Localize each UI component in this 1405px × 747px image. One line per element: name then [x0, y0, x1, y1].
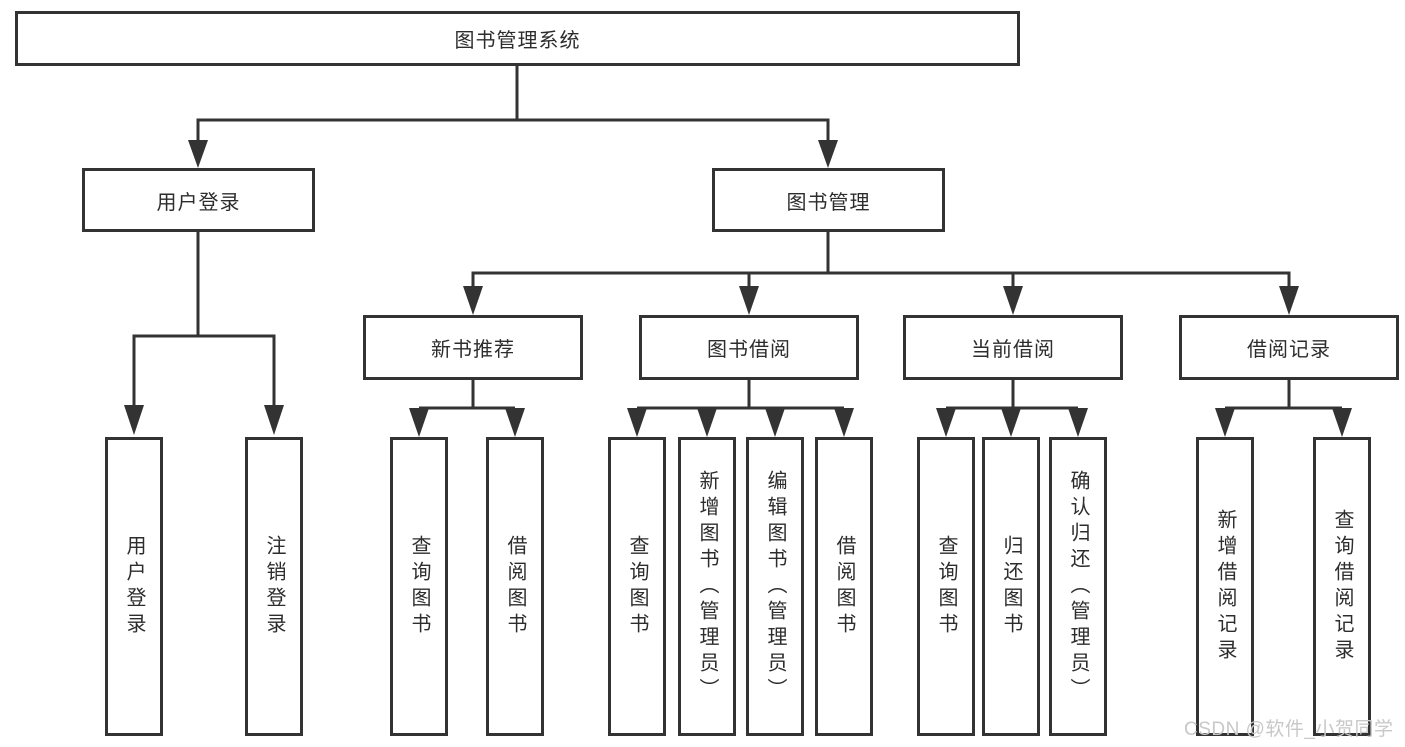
arrow-add-book-admin — [697, 408, 717, 437]
node-new-book-recommendation-label: 新书推荐 — [431, 339, 515, 361]
node-borrow-book-under-borrowing: 借阅图书 — [815, 437, 873, 736]
arrow-query-book-recommend — [409, 408, 429, 437]
node-user-login-leaf-label: 用户登录 — [123, 534, 145, 639]
node-confirm-return-admin-label: 确认归还（管理员） — [1067, 469, 1089, 704]
node-user-login: 用户登录 — [82, 168, 315, 232]
connector-current-bar — [946, 380, 1078, 410]
node-confirm-return-admin: 确认归还（管理员） — [1049, 437, 1107, 736]
node-logout-leaf-label: 注销登录 — [263, 534, 285, 639]
node-library-system: 图书管理系统 — [15, 11, 1020, 66]
node-book-management: 图书管理 — [712, 168, 945, 232]
node-book-borrowing: 图书借阅 — [639, 315, 859, 380]
node-add-book-admin-label: 新增图书（管理员） — [696, 469, 718, 704]
connector-level2-bar — [196, 118, 830, 142]
connector-level3-bar — [471, 271, 1291, 288]
connector-recommend-bar — [419, 380, 515, 410]
node-return-book: 归还图书 — [982, 437, 1040, 736]
arrow-borrow-book-recommend — [505, 408, 525, 437]
arrow-logout-leaf — [264, 405, 284, 435]
arrow-user-login — [188, 140, 208, 168]
arrow-new-book-recommend — [463, 286, 483, 315]
connector-borrowing-bar — [637, 380, 844, 410]
node-borrow-book-under-borrowing-label: 借阅图书 — [833, 534, 855, 639]
csdn-watermark: CSDN @软件_小贺同学 — [1184, 719, 1394, 740]
node-logout-leaf: 注销登录 — [245, 437, 303, 736]
arrow-borrow-book-borrowing — [834, 408, 854, 437]
connector-records-bar — [1225, 380, 1342, 410]
node-book-borrowing-label: 图书借阅 — [707, 339, 791, 361]
node-borrow-book-under-recommend: 借阅图书 — [486, 437, 544, 736]
node-return-book-label: 归还图书 — [1000, 534, 1022, 639]
node-borrow-book-under-recommend-label: 借阅图书 — [504, 534, 526, 639]
arrow-book-management — [818, 140, 838, 168]
arrow-return-book — [1001, 408, 1021, 437]
node-current-borrowing: 当前借阅 — [903, 315, 1123, 380]
arrow-user-login-leaf — [124, 405, 144, 435]
arrow-query-borrow-record — [1332, 408, 1352, 437]
arrow-query-book-current — [936, 408, 956, 437]
node-query-book-under-recommend-label: 查询图书 — [408, 534, 430, 639]
node-query-book-under-recommend: 查询图书 — [390, 437, 448, 736]
node-query-book-under-current: 查询图书 — [917, 437, 975, 736]
arrow-current-borrowing — [1003, 286, 1023, 315]
node-book-management-label: 图书管理 — [786, 191, 871, 214]
node-user-login-leaf: 用户登录 — [105, 437, 163, 736]
node-edit-book-admin-label: 编辑图书（管理员） — [764, 469, 786, 704]
arrow-add-borrow-record — [1215, 408, 1235, 437]
node-query-borrow-record: 查询借阅记录 — [1313, 437, 1371, 736]
node-add-book-admin: 新增图书（管理员） — [678, 437, 736, 736]
node-query-book-under-borrowing-label: 查询图书 — [626, 534, 648, 639]
node-query-borrow-record-label: 查询借阅记录 — [1331, 508, 1353, 665]
node-query-book-under-borrowing: 查询图书 — [608, 437, 666, 736]
node-add-borrow-record: 新增借阅记录 — [1196, 437, 1254, 736]
node-add-borrow-record-label: 新增借阅记录 — [1214, 508, 1236, 665]
arrow-edit-book-admin — [765, 408, 785, 437]
connector-user-login-bar — [132, 334, 276, 406]
arrow-book-borrowing — [739, 286, 759, 315]
node-new-book-recommendation: 新书推荐 — [363, 315, 583, 380]
node-user-login-label: 用户登录 — [156, 191, 241, 214]
arrow-confirm-return-admin — [1068, 408, 1088, 437]
node-current-borrowing-label: 当前借阅 — [971, 339, 1055, 361]
node-borrowing-records-label: 借阅记录 — [1247, 339, 1331, 361]
node-query-book-under-current-label: 查询图书 — [935, 534, 957, 639]
node-borrowing-records: 借阅记录 — [1179, 315, 1399, 380]
node-edit-book-admin: 编辑图书（管理员） — [746, 437, 804, 736]
node-library-system-label: 图书管理系统 — [454, 30, 581, 52]
arrow-query-book-borrowing — [627, 408, 647, 437]
arrow-borrowing-records — [1279, 286, 1299, 315]
